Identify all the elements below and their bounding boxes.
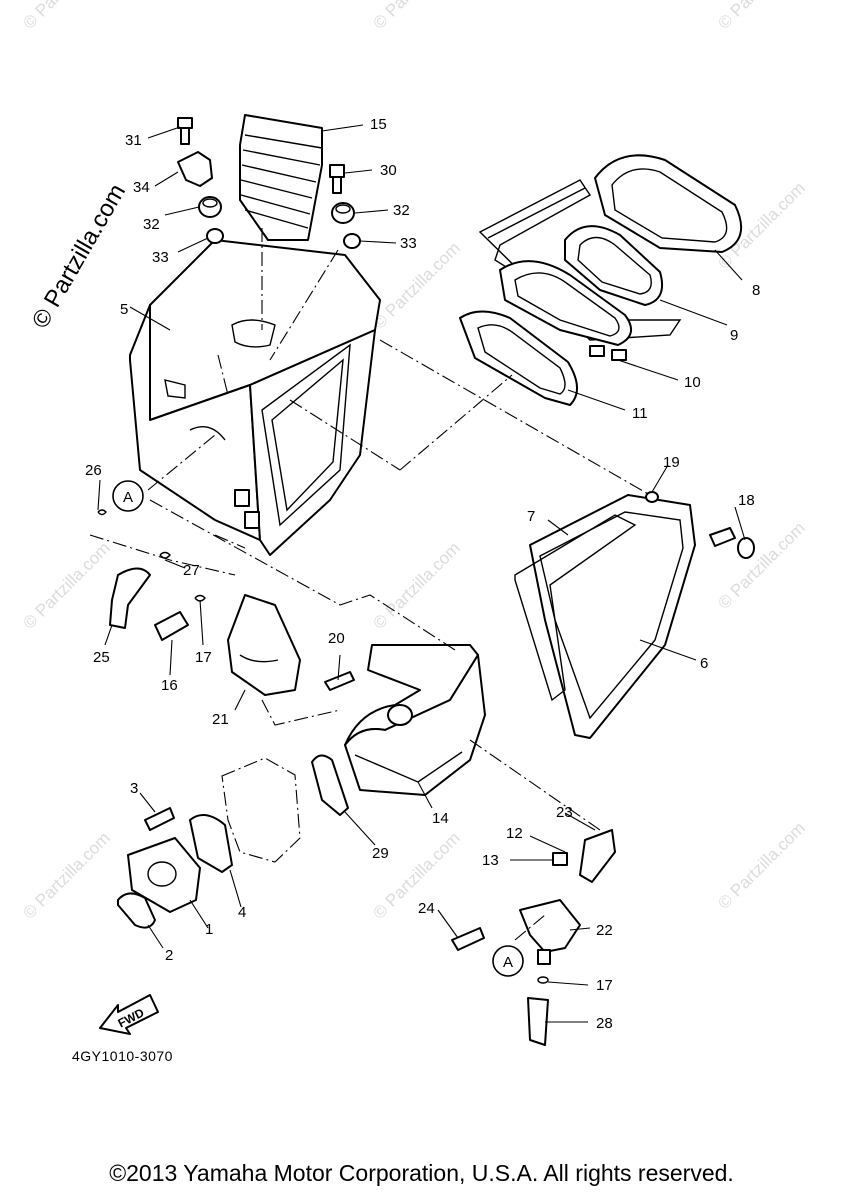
watermark: © Partzilla.com <box>369 538 463 632</box>
callout-27: 27 <box>183 562 200 579</box>
carburetor-clamp <box>189 814 233 873</box>
watermark: © Partzilla.com <box>369 238 463 332</box>
breather-bracket <box>579 829 616 883</box>
bolt-30 <box>329 164 345 194</box>
drain-pipe <box>154 611 189 641</box>
air-box-case <box>129 239 381 556</box>
callout-10: 10 <box>684 374 701 391</box>
assembly-lines <box>89 228 651 941</box>
diagram-code: 4GY1010-3070 <box>72 1048 173 1064</box>
callout-21: 21 <box>212 711 229 728</box>
watermark: © Partzilla.com <box>714 818 808 912</box>
reference-marker-a-bottom: A <box>492 945 524 977</box>
carburetor-outline <box>221 757 301 863</box>
copyright-notice: ©2013 Yamaha Motor Corporation, U.S.A. A… <box>109 1160 734 1186</box>
callout-9: 9 <box>730 327 738 344</box>
callout-19: 19 <box>663 454 680 471</box>
element-cage <box>564 225 664 306</box>
callout-34: 34 <box>133 179 150 196</box>
fwd-arrow-icon: FWD <box>99 994 159 1035</box>
watermark: © Partzilla.com <box>369 0 463 33</box>
callout-22: 22 <box>596 922 613 939</box>
svg-text:A: A <box>503 954 513 971</box>
reference-marker-a-top: A <box>112 480 144 512</box>
air-filter-element <box>594 154 743 253</box>
gasket <box>459 310 578 406</box>
watermark-vertical: © Partzilla.com <box>27 179 131 333</box>
collar-33-left <box>206 228 224 244</box>
callout-24: 24 <box>418 900 435 917</box>
o-ring <box>117 892 156 929</box>
watermark: © Partzilla.com <box>714 0 808 33</box>
air-duct-shield <box>227 594 301 696</box>
callout-14: 14 <box>432 810 449 827</box>
part-callouts: 31 34 15 30 32 32 33 33 5 8 9 10 11 19 1… <box>85 116 760 1032</box>
callout-15: 15 <box>370 116 387 133</box>
callout-5: 5 <box>120 301 128 318</box>
callout-26: 26 <box>85 462 102 479</box>
hose-28 <box>527 997 549 1046</box>
callout-4: 4 <box>238 904 246 921</box>
callout-20: 20 <box>328 630 345 647</box>
callout-1: 1 <box>205 921 213 938</box>
callout-33-right: 33 <box>400 235 417 252</box>
callout-11: 11 <box>632 405 648 422</box>
bolt-10 <box>589 345 627 361</box>
watermark: © Partzilla.com <box>369 828 463 922</box>
collar-33-right <box>343 233 361 249</box>
callout-17-left: 17 <box>195 649 212 666</box>
watermark: © Partzilla.com <box>19 538 113 632</box>
callout-16: 16 <box>161 677 178 694</box>
breather-hose <box>109 567 151 629</box>
screw-18 <box>709 527 755 559</box>
carburetor-joint <box>127 837 201 913</box>
leader-lines <box>97 124 746 1023</box>
air-filter-joint <box>344 644 486 796</box>
callout-2: 2 <box>165 947 173 964</box>
watermark: © Partzilla.com <box>19 0 113 33</box>
clip-17-bottom <box>537 976 549 984</box>
callout-6: 6 <box>700 655 708 672</box>
callout-29: 29 <box>372 845 389 862</box>
bracket-34 <box>177 151 213 187</box>
callout-31: 31 <box>125 132 142 149</box>
callout-28: 28 <box>596 1015 613 1032</box>
callout-32-right: 32 <box>393 202 410 219</box>
breather-valve <box>519 899 581 965</box>
callout-17-bottom: 17 <box>596 977 613 994</box>
intake-boot <box>239 114 323 241</box>
washer-19 <box>645 491 659 503</box>
bolt-3 <box>144 807 175 831</box>
bolt-31 <box>177 117 193 145</box>
joint-clamp <box>311 754 349 816</box>
watermark: © Partzilla.com <box>19 828 113 922</box>
callout-13: 13 <box>482 852 499 869</box>
grommet-32-right <box>331 202 355 224</box>
callout-30: 30 <box>380 162 397 179</box>
callout-12: 12 <box>506 825 523 842</box>
cover-seal <box>514 514 637 702</box>
grommet-32-left <box>198 196 222 218</box>
element-holder <box>499 260 633 346</box>
callout-3: 3 <box>130 780 138 797</box>
callout-18: 18 <box>738 492 755 509</box>
callout-32-left: 32 <box>143 216 160 233</box>
callout-7: 7 <box>527 508 535 525</box>
svg-text:A: A <box>123 489 133 506</box>
screw-20 <box>324 671 355 691</box>
callout-33-left: 33 <box>152 249 169 266</box>
callout-25: 25 <box>93 649 110 666</box>
callout-8: 8 <box>752 282 760 299</box>
bolt-24 <box>451 927 485 951</box>
nut-13 <box>552 852 568 866</box>
callout-23: 23 <box>556 804 573 821</box>
